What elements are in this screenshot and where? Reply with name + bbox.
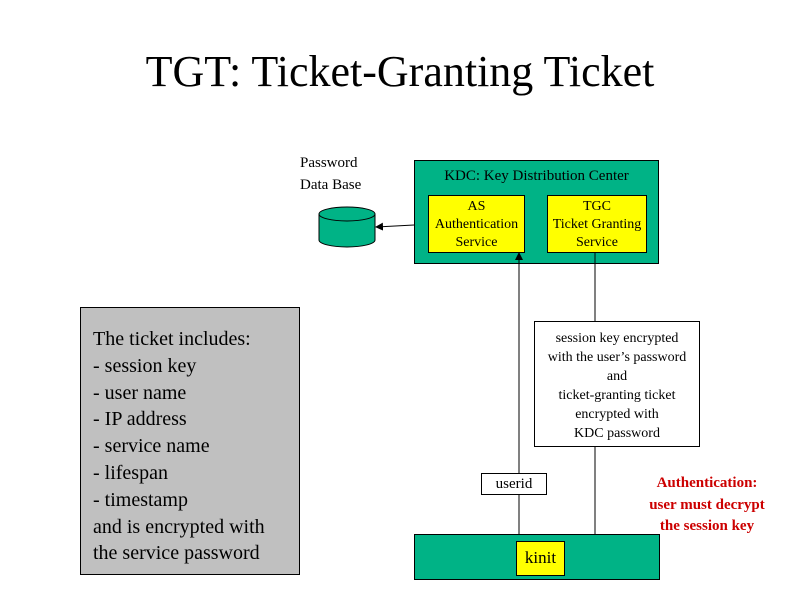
note-line: and is encrypted with: [93, 515, 265, 538]
note-line: - service name: [93, 435, 210, 458]
ticket-contents-note: The ticket includes: - session key - use…: [80, 307, 300, 575]
note-line: - session key: [93, 354, 197, 377]
kdc-label: KDC: Key Distribution Center: [444, 168, 629, 184]
auth-line: Authentication:: [656, 475, 758, 491]
auth-line: the session key: [659, 518, 755, 534]
kinit-label: kinit: [516, 541, 565, 576]
database-label: Password Data Base: [300, 152, 385, 196]
database-label-line-2: Data Base: [300, 177, 362, 193]
note-line: the service password: [93, 542, 260, 565]
tgc-line-2: Ticket Granting: [552, 217, 642, 232]
session-key-box: session key encrypted with the user’s pa…: [534, 321, 700, 447]
note-line: The ticket includes:: [93, 328, 251, 350]
note-line: - timestamp: [93, 488, 188, 511]
as-line-2: Authentication: [434, 217, 519, 232]
tgc-line-1: TGC: [583, 199, 611, 214]
arrow-kdc-to-database: [375, 222, 415, 231]
client-box: kinit: [414, 534, 660, 580]
note-line: - user name: [93, 381, 187, 404]
page-title: TGT: Ticket-Granting Ticket: [145, 47, 655, 96]
database-icon: [318, 206, 376, 248]
auth-line: user must decrypt: [649, 496, 765, 513]
session-line: session key encrypted: [555, 331, 679, 346]
session-line: and: [606, 369, 628, 384]
session-line: KDC password: [574, 426, 660, 441]
authentication-note: Authentication: user must decrypt the se…: [622, 473, 792, 538]
tgc-line-3: Service: [576, 235, 618, 250]
note-line: - lifespan: [93, 461, 168, 484]
database-label-line-1: Password: [300, 155, 358, 171]
session-line: with the user’s password: [547, 350, 687, 365]
as-line-1: AS: [467, 199, 486, 214]
session-line: encrypted with: [575, 407, 659, 422]
note-line: - IP address: [93, 408, 187, 431]
as-box: AS Authentication Service: [428, 195, 525, 253]
tgc-box: TGC Ticket Granting Service: [547, 195, 647, 253]
session-line: ticket-granting ticket: [558, 388, 676, 403]
kdc-box: KDC: Key Distribution Center AS Authenti…: [414, 160, 659, 264]
as-line-3: Service: [455, 235, 498, 250]
userid-label: userid: [481, 473, 547, 495]
